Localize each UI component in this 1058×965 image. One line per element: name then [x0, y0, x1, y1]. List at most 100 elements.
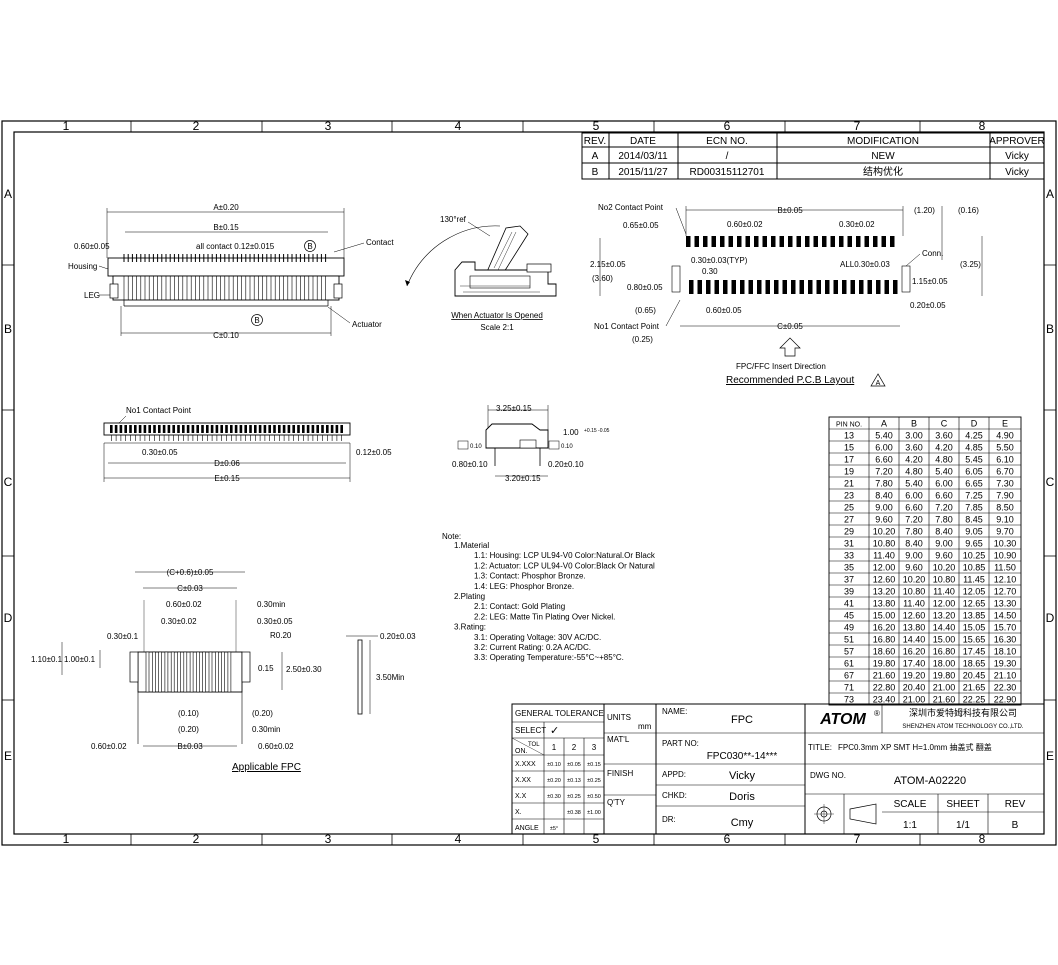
tb-qty: Q'TY — [607, 798, 626, 807]
pin-table-header: E — [1002, 419, 1008, 429]
pin-table-cell: 11.40 — [933, 587, 955, 597]
pin-table-cell: 8.40 — [935, 527, 953, 537]
tol-row-value: ±0.10 — [547, 762, 561, 768]
pcb-dim-065p: (0.65) — [635, 306, 656, 315]
pin-table-cell: 7.30 — [996, 479, 1014, 489]
pin-table-cell: 22.80 — [873, 683, 896, 693]
pin-table-cell: 18.60 — [873, 647, 896, 657]
pin-table-cell: 23.40 — [873, 695, 896, 705]
fpc-dim-250: 2.50±0.30 — [286, 665, 322, 674]
zone-row-right-B: B — [1046, 322, 1054, 336]
tol-row-value: ±0.15 — [587, 762, 601, 768]
pin-table-cell: 19.30 — [994, 659, 1017, 669]
tb-check: ✓ — [550, 725, 559, 737]
callout-b-circle — [304, 240, 316, 252]
fpc-dim-020a: (0.20) — [178, 725, 199, 734]
end-dim-100: 1.00 — [563, 428, 579, 437]
pin-table-cell: 10.80 — [933, 575, 956, 585]
front-contact — [316, 425, 319, 433]
tol-row-value: ±0.20 — [547, 778, 561, 784]
note-line: 1.Material — [454, 541, 489, 550]
pin-table-header: A — [881, 419, 887, 429]
rev-a-approver: Vicky — [1005, 151, 1029, 162]
pin-table-cell: 3.60 — [935, 431, 953, 441]
notes-heading: Note: — [442, 532, 461, 541]
front-contact — [215, 425, 219, 433]
pin-table-cell: 11.45 — [963, 575, 985, 585]
pin-table-cell: 6.60 — [875, 455, 893, 465]
pin-table-cell: 18.65 — [963, 659, 986, 669]
fpc-finger — [189, 651, 194, 693]
tb-company-cn: 深圳市爱特姆科技有限公司 — [909, 707, 1017, 718]
pcb-pad-bottom — [723, 280, 728, 294]
fpc-dim-060b: 0.60±0.02 — [91, 742, 127, 751]
pin-table-cell: 22.25 — [963, 695, 986, 705]
pin-table-cell: 14.40 — [933, 623, 956, 633]
pin-table-cell: 13.80 — [903, 623, 926, 633]
front-contact — [138, 425, 142, 433]
front-contact — [177, 425, 180, 433]
fpc-thk-dim-020: 0.20±0.03 — [380, 632, 416, 641]
pin-table-cell: 9.00 — [905, 551, 923, 561]
pin-table-cell: 21.60 — [873, 671, 896, 681]
pin-table-cell: 6.65 — [965, 479, 983, 489]
tol-row-value: ±1.00 — [587, 810, 601, 816]
pcb-pad-bottom — [876, 280, 881, 294]
tol-row-value: ±0.05 — [567, 762, 581, 768]
zone-col-bottom-8: 8 — [979, 832, 986, 846]
pcb-dim-030a: 0.30±0.02 — [839, 220, 875, 229]
pin-table-cell: 20.45 — [963, 671, 986, 681]
fpc-finger — [208, 651, 213, 693]
pin-table-cell: 13.20 — [933, 611, 956, 621]
zone-row-left-C: C — [4, 475, 13, 489]
pcb-pad-bottom — [765, 280, 770, 294]
pin-table-cell: 7.90 — [996, 491, 1014, 501]
pcb-pad-bottom — [867, 280, 872, 294]
note-line: 2.1: Contact: Gold Plating — [474, 602, 565, 611]
pin-table-cell: 7.20 — [875, 467, 893, 477]
fpc-dim-030m2: 0.30min — [252, 725, 280, 734]
note-line: 3.Rating: — [454, 623, 486, 632]
pcb-pad-bottom — [859, 280, 864, 294]
pin-table-cell: 8.40 — [905, 539, 923, 549]
pin-table-cell: 6.70 — [996, 467, 1014, 477]
fpc-finger — [202, 651, 206, 693]
pcb-pad-bottom — [697, 280, 702, 294]
tol-row-label: X.X — [515, 793, 527, 800]
top-view: A±0.20 B±0.15 0.60±0.05 all contact 0.12… — [68, 203, 394, 340]
pin-table-cell: 45 — [844, 611, 854, 621]
top-dim-c: C±0.10 — [213, 331, 239, 340]
pin-table-cell: 16.80 — [933, 647, 956, 657]
front-contact — [326, 425, 329, 433]
pin-table-cell: 17.45 — [963, 647, 986, 657]
pin-table-cell: 16.80 — [873, 635, 896, 645]
fpc-dim-110: 1.10±0.1 — [31, 655, 63, 664]
pcb-pad-top — [822, 236, 827, 247]
pcb-label-conn: Conn. — [922, 249, 943, 258]
pin-table-cell: 11.50 — [994, 563, 1016, 573]
pin-table-cell: 9.10 — [996, 515, 1014, 525]
zone-row-right-D: D — [1046, 611, 1055, 625]
pin-table-cell: 13.85 — [963, 611, 986, 621]
pin-table-cell: 4.80 — [905, 467, 923, 477]
pin-table-cell: 10.20 — [903, 575, 926, 585]
pin-table-cell: 22.30 — [994, 683, 1017, 693]
pin-table-cell: 12.05 — [963, 587, 986, 597]
side-view: 130°ref When Actuator Is Opened Scale 2:… — [405, 215, 557, 332]
front-contact — [148, 425, 151, 433]
pin-table-cell: 9.60 — [875, 515, 893, 525]
pcb-pad-top — [847, 236, 852, 247]
pin-table-cell: 4.25 — [965, 431, 983, 441]
pin-table-cell: 11.40 — [903, 599, 925, 609]
pcb-dim-030typ: 0.30±0.03(TYP) — [691, 256, 748, 265]
pcb-pad-bottom — [731, 280, 736, 294]
pcb-pad-top — [745, 236, 750, 247]
pin-table-cell: 33 — [844, 551, 854, 561]
pcb-pad-top — [788, 236, 793, 247]
end-flat-b: 0.10 — [561, 444, 573, 450]
zone-row-right-A: A — [1046, 187, 1054, 201]
front-contact — [191, 425, 195, 433]
tol-row-value: ±0.25 — [567, 794, 581, 800]
fpc-dim-030a: 0.30±0.02 — [161, 617, 197, 626]
